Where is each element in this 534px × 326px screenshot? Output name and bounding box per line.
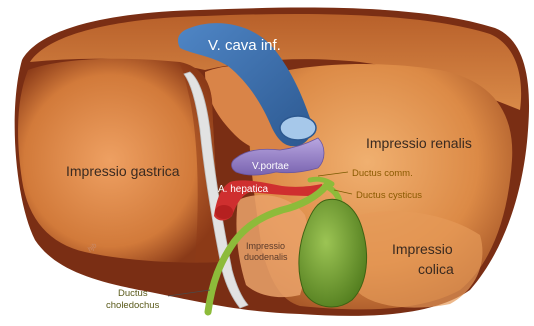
vena-cava-opening (280, 116, 316, 140)
label-impressio-duodenalis-2: duodenalis (244, 252, 288, 262)
label-ductus-choledochus-1: Ductus (118, 288, 148, 299)
label-ductus-comm: Ductus comm. (352, 168, 413, 179)
label-impressio-renalis: Impressio renalis (366, 135, 472, 151)
label-ductus-cysticus: Ductus cysticus (356, 190, 422, 201)
label-vena-cava: V. cava inf. (208, 37, 281, 54)
label-impressio-duodenalis-1: Impressio (246, 241, 285, 251)
label-impressio-gastrica: Impressio gastrica (66, 163, 180, 179)
label-a-hepatica: A. hepatica (218, 184, 268, 195)
label-ductus-choledochus-2: choledochus (106, 300, 160, 311)
label-impressio-colica-2: colica (418, 261, 454, 277)
label-impressio-colica-1: Impressio (392, 241, 453, 257)
label-vena-portae: V.portae (252, 161, 289, 172)
hepatic-artery-stump (215, 205, 233, 219)
